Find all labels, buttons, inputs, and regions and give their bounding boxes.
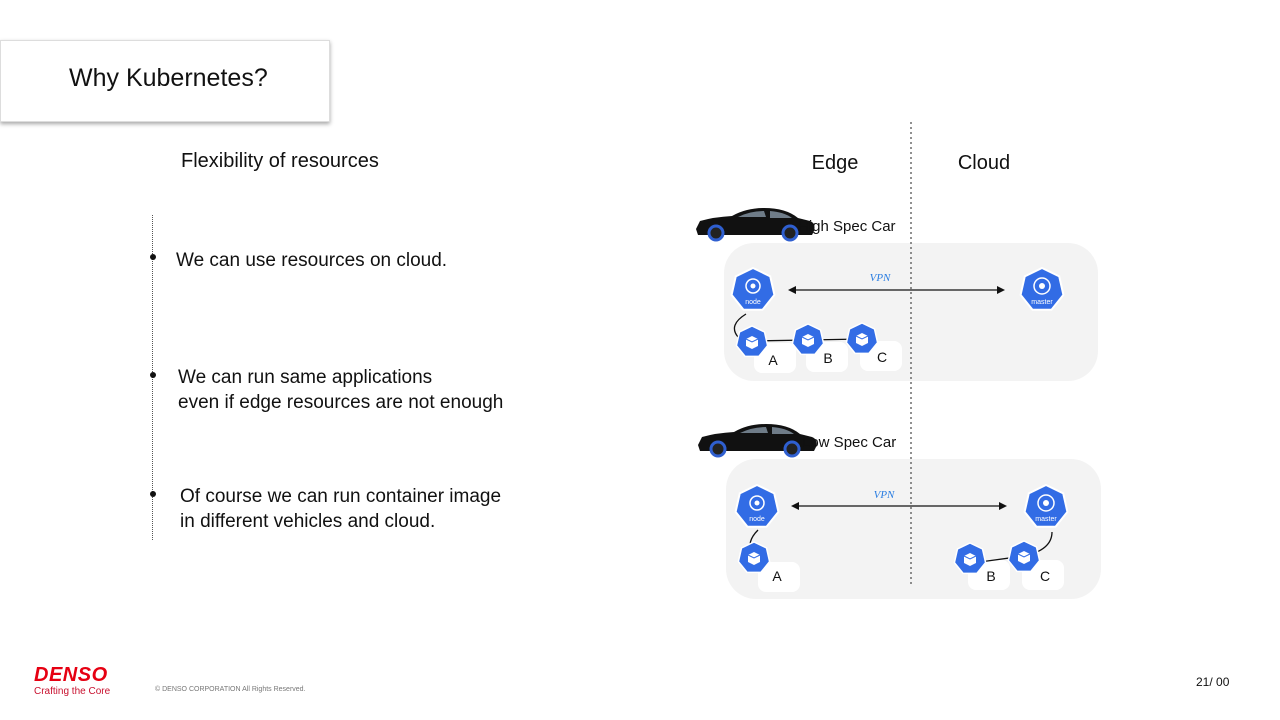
bullet-dot: [150, 491, 156, 497]
master-label: master: [1031, 299, 1053, 306]
pod-a-icon: [737, 541, 771, 574]
node-icon: node: [730, 267, 776, 311]
brand-tagline: Crafting the Core: [34, 686, 111, 697]
cloud-label: Cloud: [958, 152, 1010, 174]
pod-c-icon: [845, 322, 879, 355]
edge-cloud-diagram: Edge Cloud High Spec Car VPN node master…: [694, 122, 1101, 599]
slide-subtitle: Flexibility of resources: [181, 150, 379, 172]
denso-logo: DENSO: [34, 664, 108, 686]
pod-c-label: C: [1040, 568, 1050, 584]
title-box: Why Kubernetes?: [0, 40, 330, 122]
high-spec-car-icon: [694, 206, 816, 242]
bullet-1: We can use resources on cloud.: [176, 250, 448, 271]
vpn-label: VPN: [870, 272, 891, 284]
high-spec-car-label: High Spec Car: [798, 218, 896, 235]
pod-b-icon: [791, 323, 825, 356]
node-label: node: [749, 516, 765, 523]
copyright: © DENSO CORPORATION All Rights Reserved.: [155, 686, 306, 693]
page-number: 21/ 00: [1196, 675, 1230, 689]
node-icon: node: [734, 484, 780, 528]
pod-c-label: C: [877, 349, 887, 365]
low-spec-car-icon: [696, 422, 818, 458]
vpn-label: VPN: [874, 489, 895, 501]
bullet-dot: [150, 254, 156, 260]
pod-c-icon: [1007, 540, 1041, 573]
pod-a-label: A: [772, 568, 782, 584]
bullet-3: Of course we can run container image in …: [180, 486, 502, 532]
node-label: node: [745, 299, 761, 306]
pod-a-label: A: [768, 352, 778, 368]
slide-title: Why Kubernetes?: [69, 64, 268, 92]
bullet-2: We can run same applications even if edg…: [178, 367, 504, 413]
master-icon: master: [1023, 484, 1069, 528]
pod-b-icon: [953, 542, 987, 575]
master-label: master: [1035, 516, 1057, 523]
pod-b-label: B: [986, 568, 995, 584]
pod-b-label: B: [823, 350, 832, 366]
low-spec-car-label: Low Spec Car: [802, 434, 896, 451]
edge-label: Edge: [812, 152, 859, 174]
bullet-dot: [150, 372, 156, 378]
master-icon: master: [1019, 267, 1065, 311]
pod-a-icon: [735, 325, 769, 358]
